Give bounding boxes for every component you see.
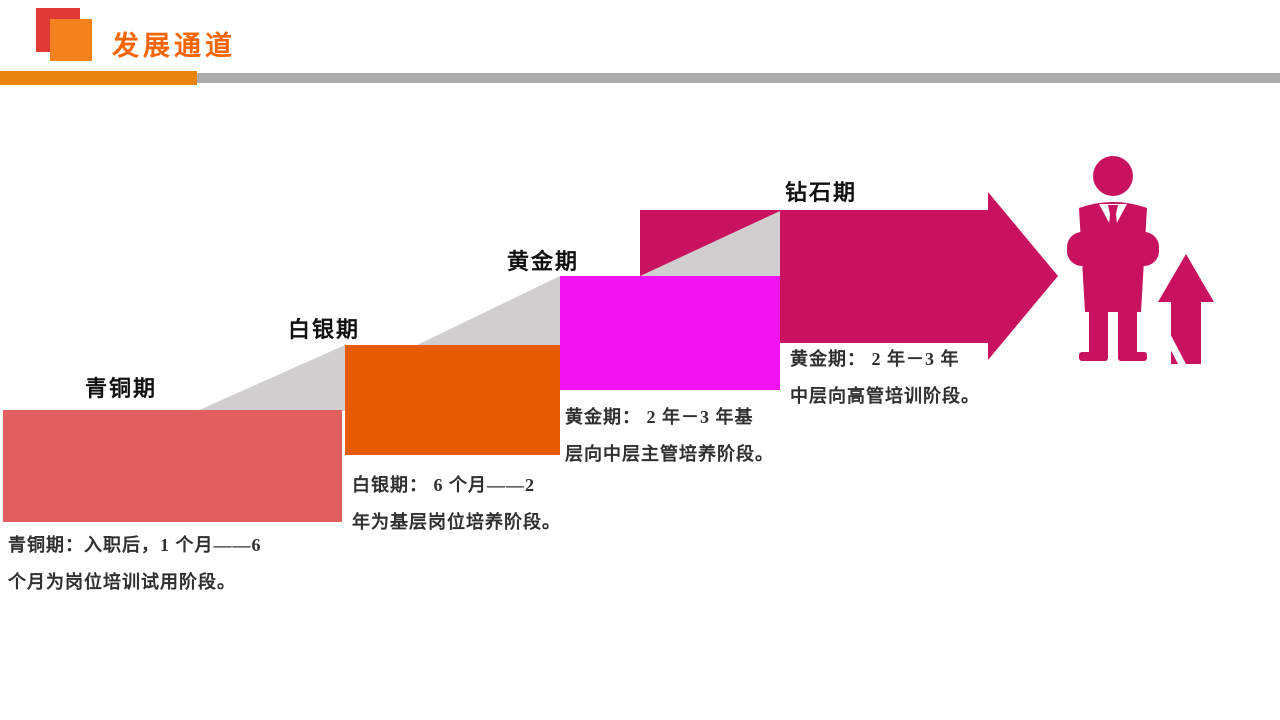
divider-accent-bar — [0, 71, 197, 85]
step-desc-line: 层向中层主管培养阶段。 — [565, 444, 774, 464]
businessman-head — [1093, 156, 1133, 196]
step-label-gold: 黄金期 — [507, 249, 580, 274]
businessman-silhouette-icon — [1067, 156, 1214, 365]
step-desc-gold: 黄金期： 2 年－3 年基 层向中层主管培养阶段。 — [565, 399, 774, 473]
step-label-bronze: 青铜期 — [85, 376, 158, 401]
step-desc-line: 黄金期： 2 年－3 年基 — [565, 407, 754, 427]
step-desc-line: 白银期： 6 个月——2 — [352, 475, 535, 495]
step-label-silver: 白银期 — [288, 317, 361, 342]
up-arrow-icon — [1158, 254, 1214, 364]
page-title: 发展通道 — [112, 31, 236, 61]
step-shape-gold — [560, 276, 780, 390]
step-desc-line: 中层向高管培训阶段。 — [790, 386, 980, 406]
step-desc-line: 黄金期： 2 年－3 年 — [790, 349, 960, 369]
logo-orange-square — [50, 19, 92, 61]
step-desc-diamond: 黄金期： 2 年－3 年 中层向高管培训阶段。 — [790, 341, 980, 415]
step-desc-line: 年为基层岗位培养阶段。 — [352, 512, 561, 532]
step-desc-line: 个月为岗位培训试用阶段。 — [8, 572, 236, 592]
step-desc-silver: 白银期： 6 个月——2 年为基层岗位培养阶段。 — [352, 467, 561, 541]
divider-gray-bar — [197, 73, 1280, 83]
step-shape-silver — [345, 345, 560, 455]
step-desc-line: 青铜期：入职后，1 个月——6 — [8, 535, 262, 555]
step-desc-bronze: 青铜期：入职后，1 个月——6 个月为岗位培训试用阶段。 — [8, 527, 262, 601]
step-shadow-triangle-1 — [197, 345, 345, 411]
step-shadow-triangle-2 — [415, 276, 560, 346]
step-shape-bronze — [3, 410, 342, 522]
step-label-diamond: 钻石期 — [785, 180, 858, 205]
